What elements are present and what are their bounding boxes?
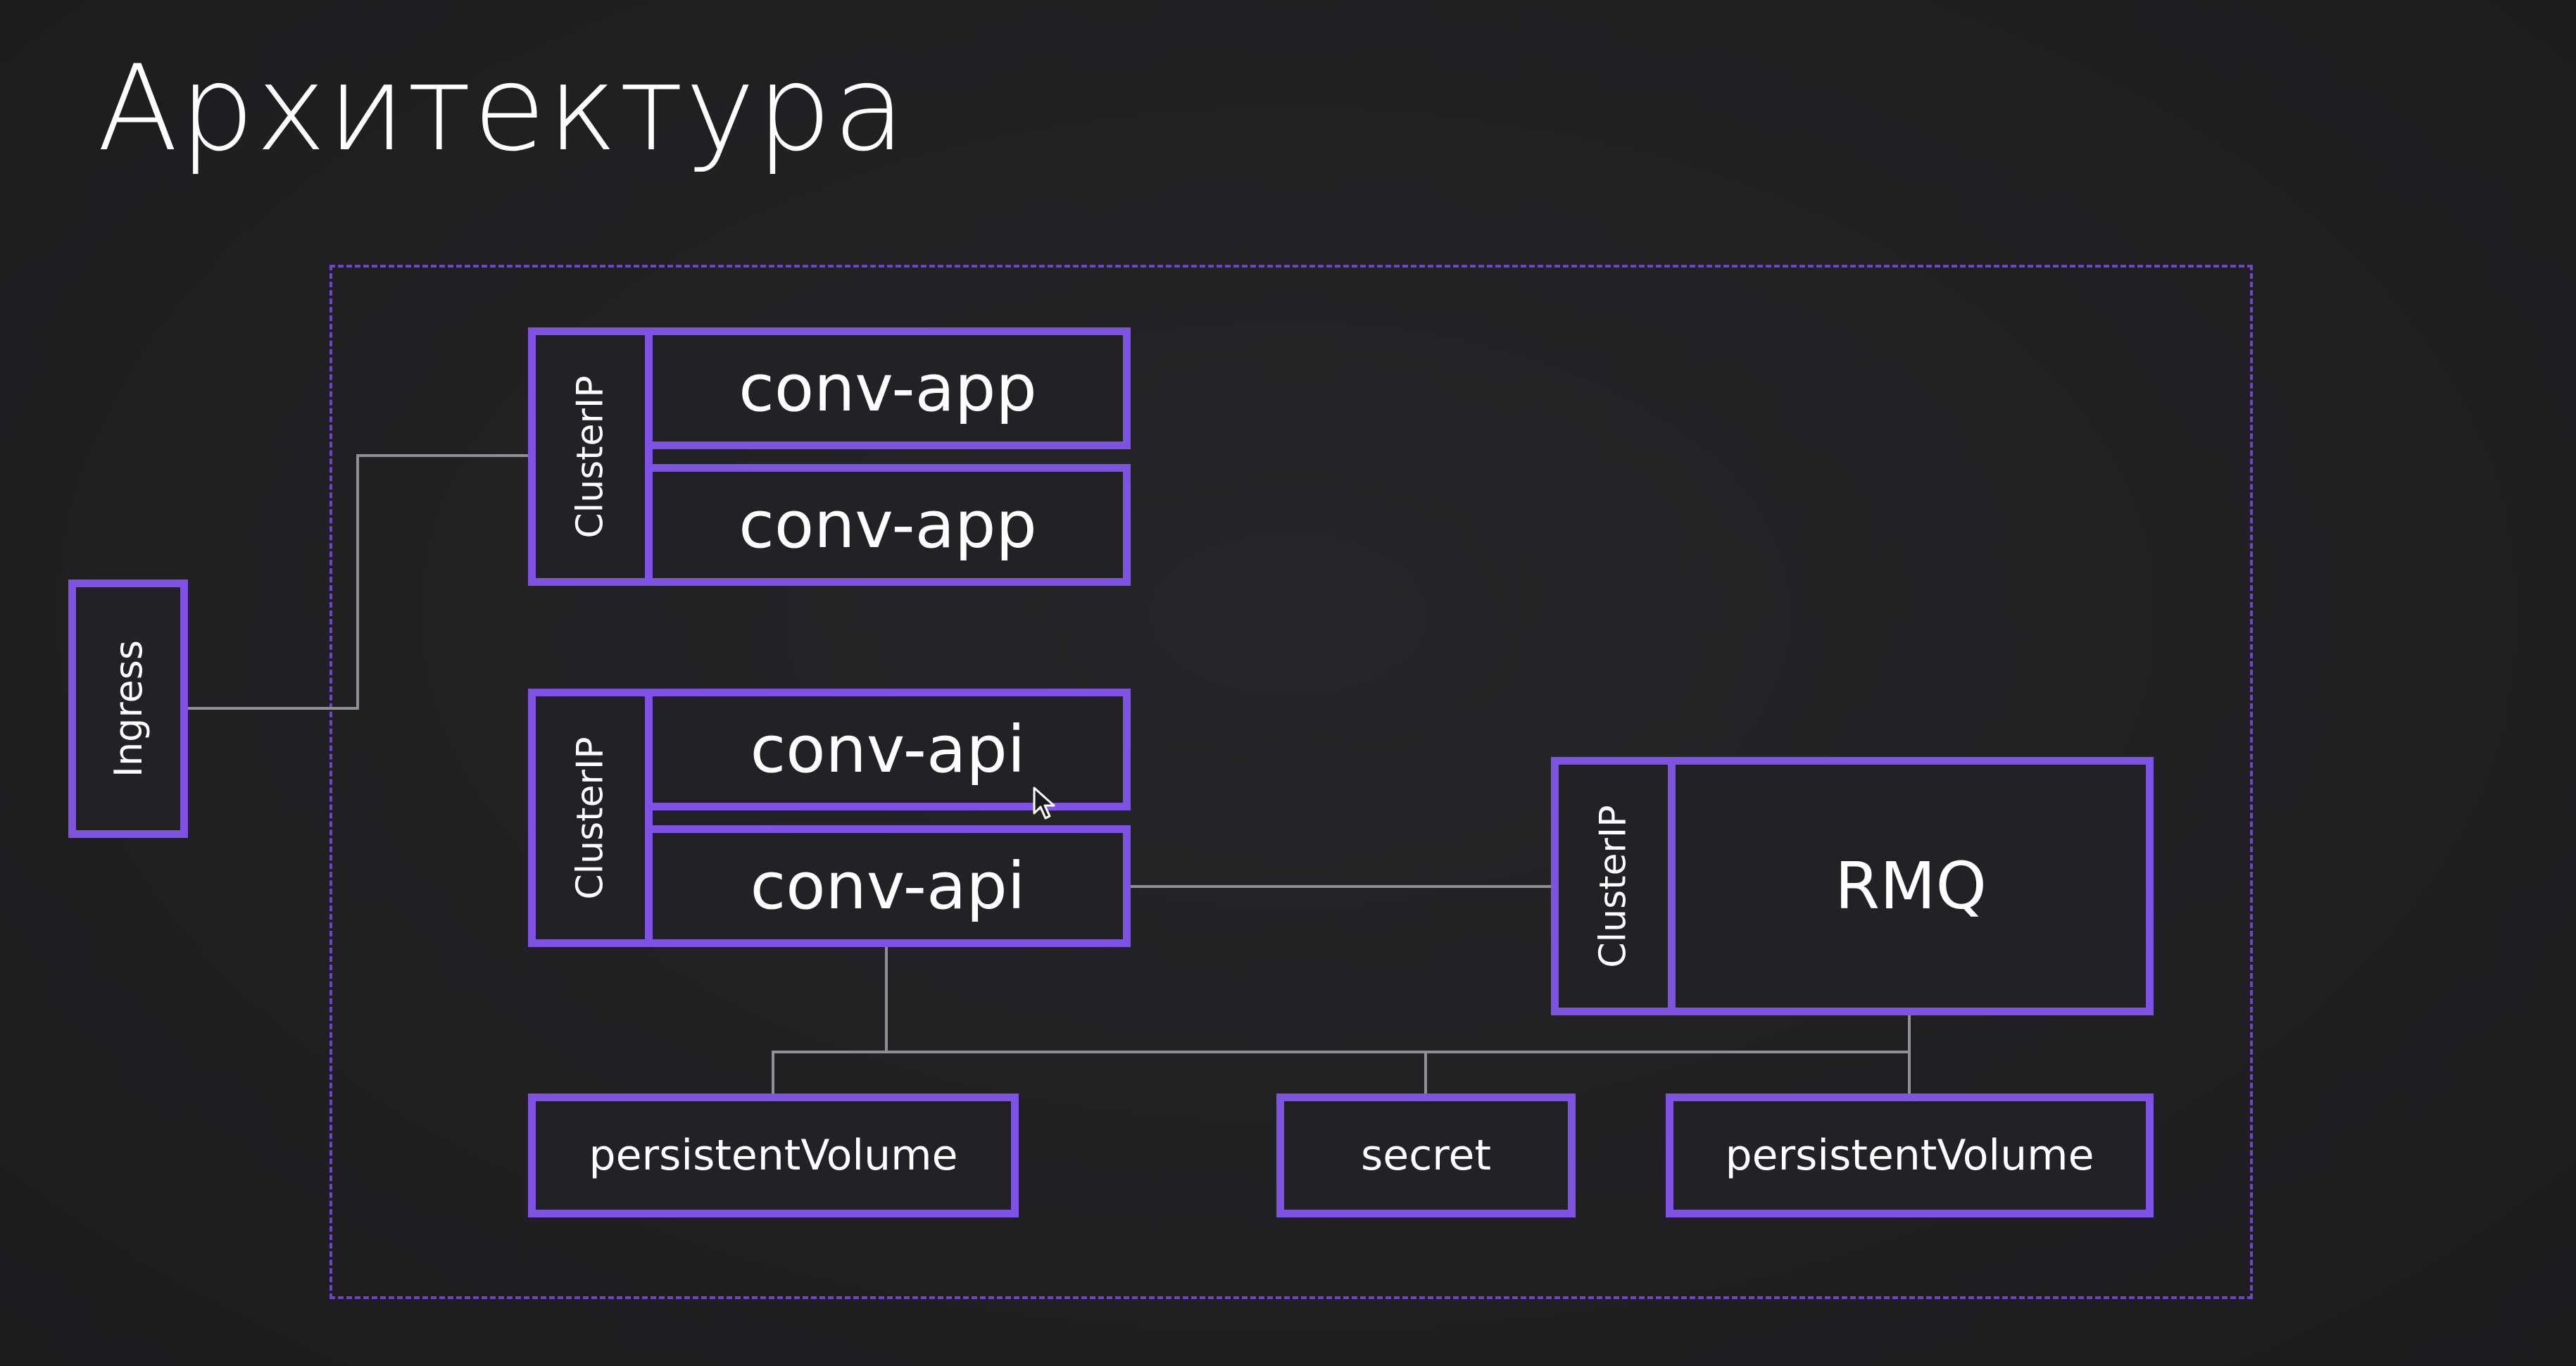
slide-title: Архитектура	[97, 39, 907, 177]
link-storage-bus	[772, 1051, 1909, 1096]
ingress-node: Ingress	[68, 579, 188, 838]
app-pod-1-label: conv-app	[739, 351, 1037, 426]
app-pod-1: conv-app	[645, 327, 1131, 449]
api-service-label: ClusterIP	[569, 736, 612, 900]
api-pod-2-label: conv-api	[750, 848, 1026, 924]
ingress-label: Ingress	[106, 640, 151, 777]
secret-node: secret	[1276, 1094, 1576, 1217]
api-pod-1-label: conv-api	[750, 712, 1026, 787]
mouse-cursor-icon	[1033, 787, 1055, 820]
app-pod-2-label: conv-app	[739, 487, 1037, 563]
secret-label: secret	[1361, 1131, 1491, 1180]
api-pod-2: conv-api	[645, 825, 1131, 947]
api-persistent-volume: persistentVolume	[528, 1094, 1019, 1217]
api-service-clusterip: ClusterIP	[528, 689, 653, 947]
rmq-volume-label: persistentVolume	[1725, 1131, 2094, 1180]
rmq-label: RMQ	[1835, 848, 1987, 924]
rmq-persistent-volume: persistentVolume	[1666, 1094, 2154, 1217]
app-service-clusterip: ClusterIP	[528, 327, 653, 586]
link-ingress-app-service	[187, 454, 529, 710]
rmq-node: RMQ	[1668, 757, 2154, 1015]
app-pod-2: conv-app	[645, 464, 1131, 586]
rmq-service-clusterip: ClusterIP	[1551, 757, 1676, 1015]
cluster-boundary	[329, 265, 2253, 1299]
rmq-service-label: ClusterIP	[1592, 804, 1635, 968]
api-pod-1: conv-api	[645, 689, 1131, 810]
app-service-label: ClusterIP	[569, 375, 612, 539]
api-volume-label: persistentVolume	[589, 1131, 958, 1180]
